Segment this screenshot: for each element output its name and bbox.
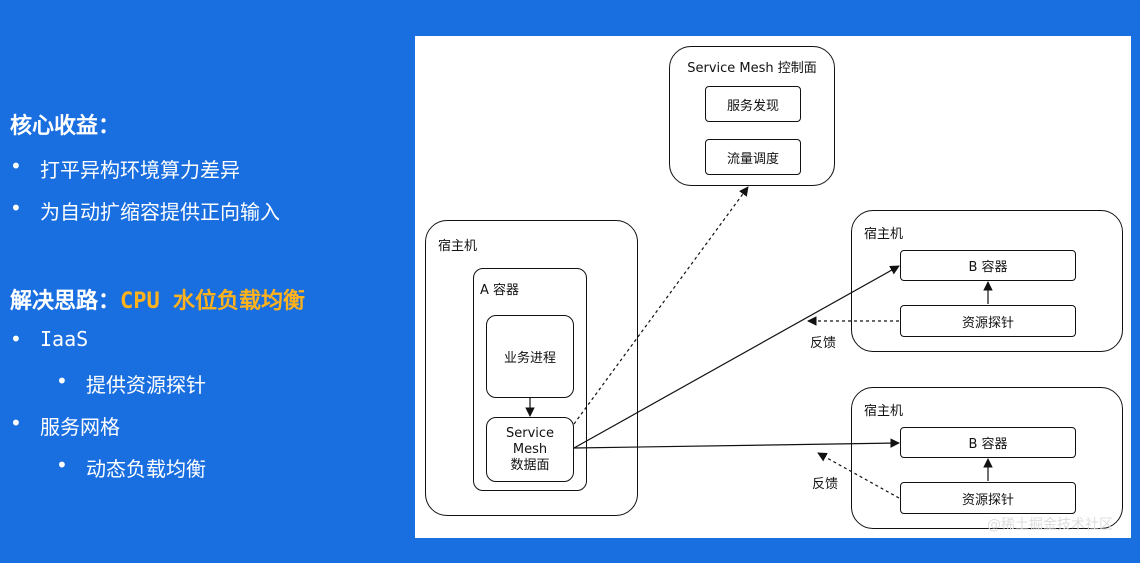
container-a-title: A 容器 [480, 283, 520, 298]
business-process-box: 业务进程 [486, 315, 574, 398]
benefits-heading: 核心收益： [10, 114, 121, 139]
container-b-box: B 容器 [900, 250, 1076, 281]
control-plane-title: Service Mesh 控制面 [687, 61, 817, 76]
approach-heading: 解决思路：CPU 水位负载均衡 [10, 289, 305, 314]
highlight-text: CPU 水位负载均衡 [120, 289, 305, 314]
left-panel: 核心收益： • 打平异构环境算力差异 • 为自动扩缩容提供正向输入 解决思路：C… [0, 0, 415, 563]
resource-probe-box: 资源探针 [900, 482, 1076, 514]
left-host-title: 宿主机 [438, 239, 478, 254]
traffic-scheduling-box: 流量调度 [705, 139, 801, 175]
feedback-label: 反馈 [812, 477, 839, 492]
right-host-title: 宿主机 [864, 404, 904, 419]
data-plane-box: Service Mesh 数据面 [486, 417, 574, 482]
container-b-box: B 容器 [900, 427, 1076, 458]
diagram-panel: Service Mesh 控制面 服务发现 流量调度 宿主机 A 容器 业务进程… [415, 36, 1131, 538]
feedback-label: 反馈 [810, 336, 837, 351]
right-host-title: 宿主机 [864, 227, 904, 242]
resource-probe-box: 资源探针 [900, 305, 1076, 337]
service-discovery-box: 服务发现 [705, 86, 801, 122]
watermark: @稀土掘金技术社区 [987, 517, 1113, 533]
